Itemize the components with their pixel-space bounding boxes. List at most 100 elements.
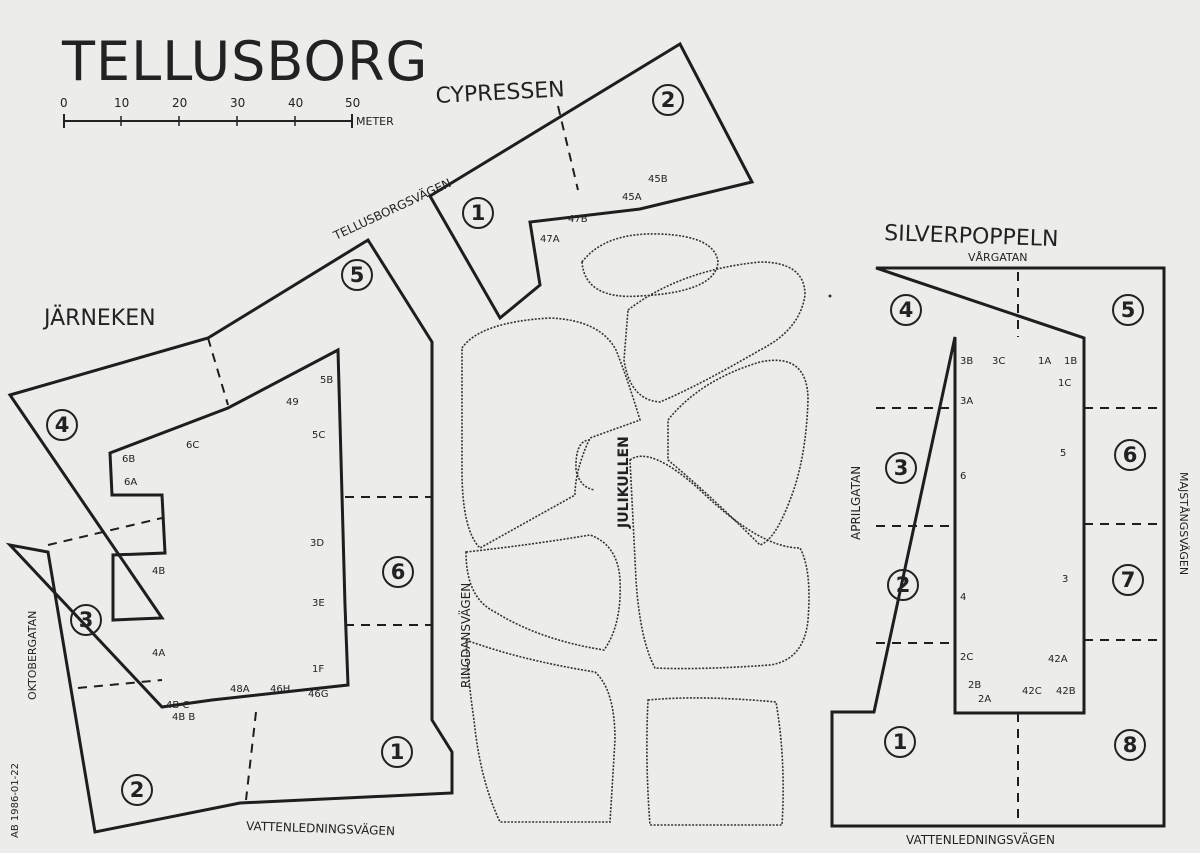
scale-tick: 0	[60, 96, 68, 110]
entrance-label: 5B	[320, 375, 333, 386]
building-number-circle	[884, 726, 916, 758]
entrance-label: 2A	[978, 694, 991, 705]
building-number: 2	[896, 573, 911, 597]
scale-tick: 30	[230, 96, 245, 110]
building-number: 8	[1123, 733, 1138, 757]
entrance-label: 45A	[622, 192, 642, 203]
building-number-circle	[1112, 294, 1144, 326]
entrance-label: 1A	[1038, 356, 1051, 367]
scale-bar: 0 10 20 30 40 50 METER	[60, 96, 394, 128]
building-divider	[77, 679, 163, 689]
building-divider	[245, 711, 257, 801]
street-label-vattenledningsvagen: VATTENLEDNINGSVÄGEN	[246, 818, 395, 838]
entrance-label: 46H	[270, 684, 290, 695]
park-lawn	[667, 359, 809, 546]
entrance-label: 3A	[960, 396, 973, 407]
building-number: 2	[130, 778, 145, 802]
building-number: 4	[55, 413, 70, 437]
building-number: 3	[79, 608, 94, 632]
entrance-label: 5	[1060, 448, 1066, 459]
street-label-aprilgatan: APRILGATAN	[849, 466, 863, 540]
entrance-label: 4A	[152, 648, 165, 659]
entrance-label: 2B	[968, 680, 981, 691]
building-number: 1	[390, 740, 405, 764]
entrance-label: 1F	[312, 664, 324, 675]
map-title: TELLUSBORG	[61, 30, 428, 93]
building-number-circle	[1112, 564, 1144, 596]
building-number-circle	[1114, 439, 1146, 471]
date-stamp: AB 1986-01-22	[10, 763, 21, 838]
block-name-jarneken: JÄRNEKEN	[42, 305, 156, 331]
park-lawn	[646, 697, 784, 826]
building-number-circle	[652, 84, 684, 116]
building-number: 6	[1123, 443, 1138, 467]
park-name: JULIKULLEN	[616, 436, 632, 529]
building-number-circle	[382, 556, 414, 588]
entrance-label: 4B	[152, 566, 165, 577]
entrance-label: 3	[1062, 574, 1068, 585]
building-divider	[207, 337, 229, 406]
entrance-label: 5C	[312, 430, 325, 441]
building-number: 3	[894, 456, 909, 480]
block-cypressen: 1 2 47A 47B 45A 45B	[427, 41, 755, 321]
building-number: 6	[391, 560, 406, 584]
entrance-label: 42B	[1056, 686, 1076, 697]
street-label-oktobergatan: OKTOBERGATAN	[26, 611, 39, 700]
block-name-silverpoppeln: SILVERPOPPELN	[884, 221, 1059, 252]
entrance-label: 4B C	[166, 700, 189, 711]
scale-unit: METER	[356, 115, 394, 128]
entrance-label: 2C	[960, 652, 973, 663]
entrance-label: 6A	[124, 477, 137, 488]
park-lawn	[581, 233, 719, 298]
entrance-label: 4	[960, 592, 966, 603]
park-lawn	[465, 638, 616, 823]
map-dot	[828, 294, 832, 298]
entrance-label: 6B	[122, 454, 135, 465]
building-number-circle	[381, 736, 413, 768]
entrance-label: 4B B	[172, 712, 195, 723]
street-label-tellusborgsvagen: TELLUSBORGSVÄGEN	[330, 175, 453, 243]
entrance-label: 3C	[992, 356, 1005, 367]
entrance-label: 1B	[1064, 356, 1077, 367]
entrance-label: 3D	[310, 538, 324, 549]
building-number: 1	[893, 730, 908, 754]
building-divider	[557, 105, 579, 191]
building-number: 5	[350, 263, 365, 287]
building-number: 1	[471, 201, 486, 225]
building-number: 5	[1121, 298, 1136, 322]
entrance-label: 49	[286, 397, 299, 408]
building-number-circle	[121, 774, 153, 806]
building-number: 4	[899, 298, 914, 322]
block-name-cypressen: CYPRESSEN	[435, 77, 565, 109]
building-number-circle	[462, 197, 494, 229]
entrance-label: 3E	[312, 598, 325, 609]
park-lawn	[629, 455, 810, 670]
building-outline	[830, 266, 1166, 828]
park-lawn	[465, 534, 621, 651]
entrance-label: 47A	[540, 234, 560, 245]
scale-tick: 50	[345, 96, 360, 110]
street-label-majstangsvagen: MAJSTÅNGSVÄGEN	[1177, 472, 1190, 575]
entrance-label: 48A	[230, 684, 250, 695]
building-number-circle	[70, 604, 102, 636]
entrance-label: 6C	[186, 440, 199, 451]
building-number-circle	[1114, 729, 1146, 761]
park-lawn	[461, 317, 641, 549]
building-number-circle	[890, 294, 922, 326]
building-divider	[47, 517, 163, 546]
scale-tick: 40	[288, 96, 303, 110]
entrance-label: 1C	[1058, 378, 1071, 389]
entrance-label: 42C	[1022, 686, 1042, 697]
block-jarneken: 4 5 3 6 2 1 6B 6A 6C 49 5B 5C 4B 4A 3D 3…	[5, 237, 454, 834]
building-number-circle	[885, 452, 917, 484]
street-label-vargatan: VÅRGATAN	[968, 251, 1028, 264]
street-label-vattenledningsvagen: VATTENLEDNINGSVÄGEN	[906, 832, 1055, 847]
scale-tick: 20	[172, 96, 187, 110]
entrance-label: 3B	[960, 356, 973, 367]
entrance-label: 46G	[308, 689, 328, 700]
park-julikullen	[461, 233, 810, 826]
entrance-label: 47B	[568, 214, 588, 225]
entrance-label: 6	[960, 471, 966, 482]
entrance-label: 45B	[648, 174, 668, 185]
